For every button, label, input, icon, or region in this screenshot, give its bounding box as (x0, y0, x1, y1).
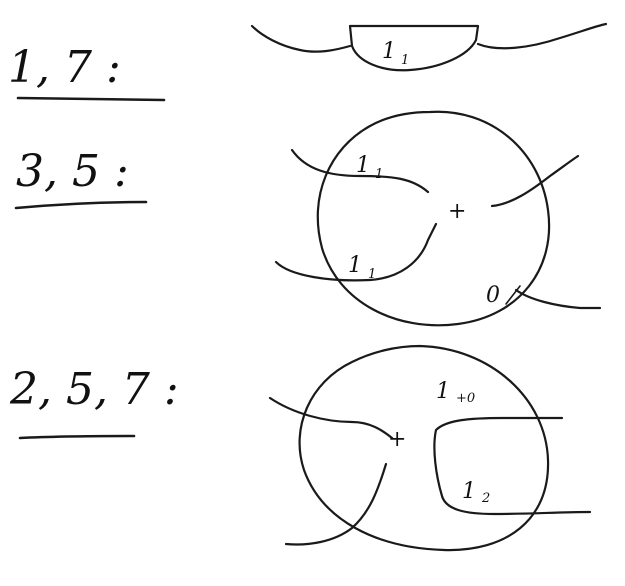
row-1-bubble-label: 1 (382, 39, 396, 64)
row-2-diagram: 1 1 1 1 0 + (274, 110, 602, 327)
row-3-top-tag-sub: +0 (456, 391, 475, 406)
row-3-inner-tag-sub: 2 (481, 491, 490, 506)
row-3-circle (298, 344, 550, 552)
row-3: 2, 5, 7 : 1 +0 1 2 + (9, 344, 592, 552)
row-3-upper-left-line (268, 396, 394, 440)
row-2-underline (14, 200, 148, 210)
row-3-inner-tag: 1 (462, 479, 476, 504)
row-2-upper-tag-sub: 1 (375, 167, 383, 182)
row-3-plus-vertex: + (388, 427, 406, 452)
row-2: 3, 5 : 1 1 1 1 0 + (14, 110, 602, 327)
row-2-lower-line (274, 222, 438, 282)
row-2-plus-vertex: + (448, 199, 466, 224)
row-2-upper-tag: 1 (356, 153, 370, 178)
row-2-circle (316, 110, 551, 327)
row-3-inner-loop (433, 416, 592, 516)
row-3-label: 2, 5, 7 : (9, 364, 179, 415)
row-1-diagram: 1 1 (250, 22, 608, 72)
row-1-right-line (476, 22, 608, 50)
row-1-bubble (348, 24, 480, 72)
row-3-underline (18, 434, 136, 440)
row-3-diagram: 1 +0 1 2 + (268, 344, 592, 552)
row-2-lower-tag: 1 (348, 253, 362, 278)
row-2-bottom-right-line (514, 288, 602, 310)
row-2-zero-slash (505, 285, 521, 305)
row-2-lower-tag-sub: 1 (368, 267, 376, 282)
row-1-label: 1, 7 : (8, 42, 121, 93)
row-2-upper-line (290, 148, 430, 194)
row-3-top-tag: 1 (436, 379, 450, 404)
row-2-label: 3, 5 : (16, 146, 129, 197)
row-1-underline (16, 96, 166, 102)
row-2-right-line (490, 154, 580, 208)
row-1: 1, 7 : 1 1 (8, 22, 608, 102)
row-3-lower-left-line (284, 462, 388, 546)
row-2-zero-tag: 0 (486, 283, 500, 308)
row-1-left-line (250, 24, 352, 53)
row-1-bubble-label-sub: 1 (401, 53, 409, 68)
